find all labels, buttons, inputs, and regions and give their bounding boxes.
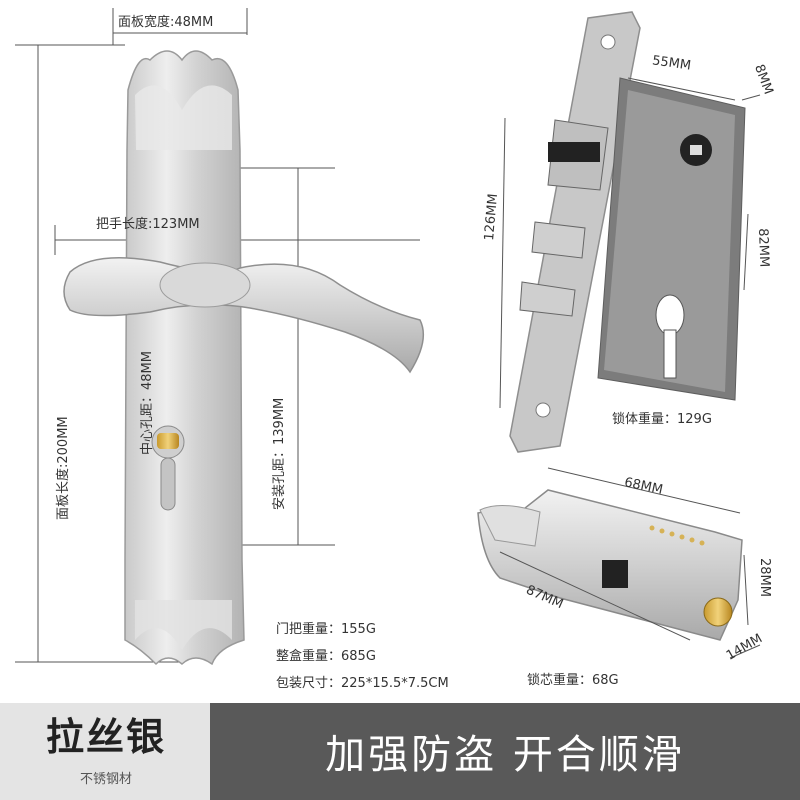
euro-cylinder: [477, 489, 743, 641]
box-weight-spec: 整盒重量：685G: [276, 649, 376, 664]
cylinder-dimension-lines: [499, 467, 761, 659]
slogan-banner: [210, 703, 800, 800]
package-size-spec: 包装尺寸：225*15.5*7.5CM: [276, 676, 449, 691]
lock-body-weight: 锁体重量：129G: [612, 412, 712, 427]
finish-badge: [0, 703, 210, 800]
handle-weight-spec: 门把重量：155G: [276, 622, 376, 637]
handle-backplate: [124, 50, 245, 666]
finish-subtitle: 不锈钢材: [79, 772, 132, 787]
handle-length-label: 把手长度:123MM: [96, 217, 200, 232]
center-hole-label: 中心孔距：48MM: [140, 351, 155, 455]
mortise-lock-body: [509, 11, 746, 453]
product-illustration: [15, 8, 761, 666]
panel-length-label: 面板长度:200MM: [56, 416, 71, 520]
cylinder-keyhole: [151, 425, 185, 511]
lock-inner-height-label: 82MM: [755, 228, 772, 268]
cylinder-height-label: 28MM: [757, 558, 772, 597]
finish-title: 拉丝银: [45, 715, 166, 759]
cylinder-weight: 锁芯重量：68G: [527, 673, 619, 688]
lock-body-dimension-lines: [499, 77, 761, 409]
install-hole-label: 安装孔距：139MM: [272, 397, 287, 510]
panel-width-label: 面板宽度:48MM: [118, 15, 214, 30]
slogan-text: 加强防盗 开合顺滑: [325, 732, 685, 778]
